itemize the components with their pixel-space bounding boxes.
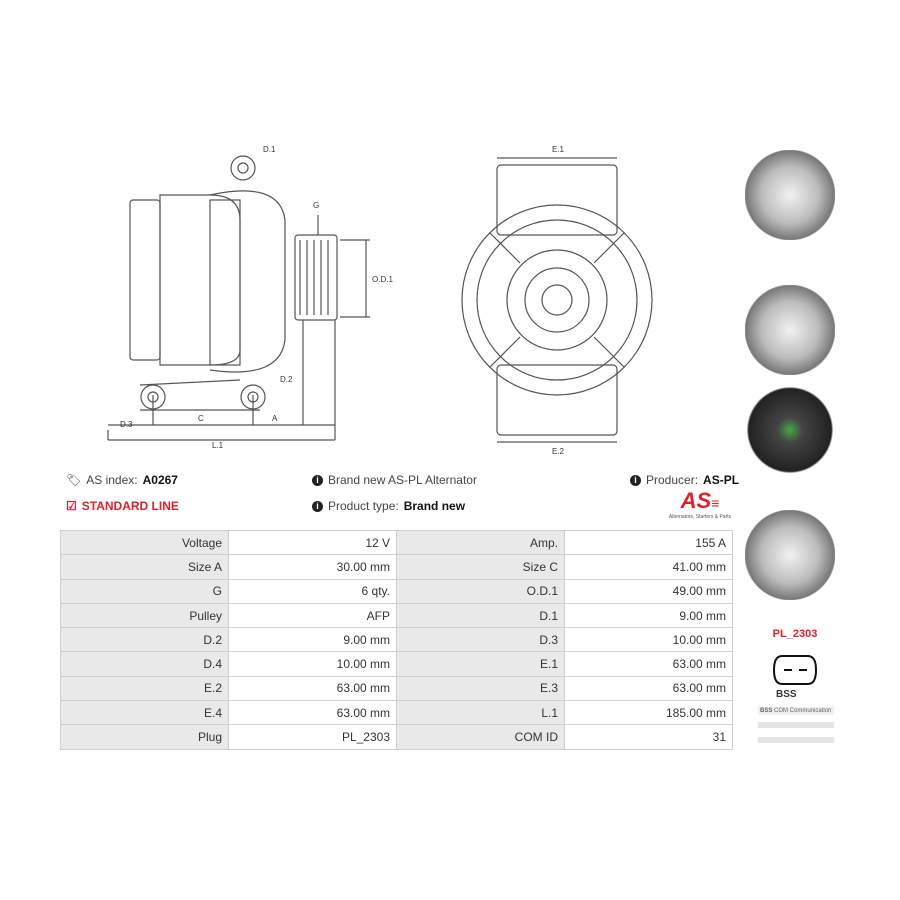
spec-label: D.1 <box>396 602 565 629</box>
check-square-icon: ☑ <box>66 499 77 513</box>
spec-label: D.4 <box>60 651 229 677</box>
spec-label: E.1 <box>396 651 565 677</box>
plug-code: PL_2303 <box>772 628 818 640</box>
label-a: A <box>272 414 278 423</box>
spec-value: 63.00 mm <box>228 700 397 726</box>
spec-label: Size C <box>396 554 565 580</box>
spec-value: 6 qty. <box>228 578 397 604</box>
spec-label: Pulley <box>60 602 229 629</box>
com-row-empty <box>758 722 834 728</box>
spec-label: Amp. <box>396 529 565 556</box>
spec-value: AFP <box>228 602 397 629</box>
label-d3: D.3 <box>120 420 133 429</box>
label-c: C <box>198 414 204 423</box>
label-g: G <box>313 201 319 210</box>
tags-icon: 🏷 <box>66 473 82 487</box>
plug-type: BSS <box>776 689 797 700</box>
label-d2: D.2 <box>280 375 293 384</box>
spec-value: 41.00 mm <box>564 554 733 580</box>
com-row-empty <box>758 737 834 743</box>
product-photo-side[interactable] <box>745 285 835 375</box>
as-pl-logo: AS≡ Alternators, Starters & Parts <box>668 488 732 521</box>
label-e1: E.1 <box>552 145 565 154</box>
info-icon: i <box>312 500 323 512</box>
spec-value: 63.00 mm <box>564 675 733 702</box>
spec-label: Voltage <box>60 529 229 556</box>
product-photo-rear[interactable] <box>745 385 835 475</box>
spec-label: O.D.1 <box>396 578 565 604</box>
spec-label: D.3 <box>396 627 565 653</box>
com-communication-row: BSS COM Communication <box>758 707 834 715</box>
spec-label: COM ID <box>396 724 565 750</box>
spec-value: 155 A <box>564 529 733 556</box>
spec-value: PL_2303 <box>228 724 397 750</box>
spec-value: 185.00 mm <box>564 700 733 726</box>
info-icon: i <box>630 474 641 486</box>
spec-value: 10.00 mm <box>564 627 733 653</box>
spec-label: D.2 <box>60 627 229 653</box>
spec-value: 10.00 mm <box>228 651 397 677</box>
spec-value: 9.00 mm <box>564 602 733 629</box>
label-od1: O.D.1 <box>372 275 393 284</box>
label-d1: D.1 <box>263 145 276 154</box>
as-index: 🏷AS index:A0267 <box>66 473 178 487</box>
spec-value: 63.00 mm <box>564 651 733 677</box>
spec-value: 49.00 mm <box>564 578 733 604</box>
spec-label: G <box>60 578 229 604</box>
label-l1: L.1 <box>212 441 224 450</box>
product-photo-angle[interactable] <box>745 510 835 600</box>
spec-value: 30.00 mm <box>228 554 397 580</box>
spec-label: Size A <box>60 554 229 580</box>
spec-value: 9.00 mm <box>228 627 397 653</box>
info-icon: i <box>312 474 323 486</box>
spec-label: E.3 <box>396 675 565 702</box>
technical-drawing: D.1 G O.D.1 D.2 D.3 C A L.1 E.1 E.2 <box>107 145 653 456</box>
spec-label: L.1 <box>396 700 565 726</box>
spec-value: 31 <box>564 724 733 750</box>
spec-value: 63.00 mm <box>228 675 397 702</box>
spec-label: E.4 <box>60 700 229 726</box>
plug-connector-icon <box>772 655 818 685</box>
spec-value: 12 V <box>228 529 397 556</box>
label-e2: E.2 <box>552 447 565 456</box>
spec-label: Plug <box>60 724 229 750</box>
side-view-drawing: D.1 G O.D.1 D.2 D.3 C A L.1 <box>107 145 393 450</box>
standard-line: ☑STANDARD LINE <box>66 499 179 513</box>
product-photo-front[interactable] <box>745 150 835 240</box>
front-view-drawing: E.1 E.2 <box>461 145 653 456</box>
spec-label: E.2 <box>60 675 229 702</box>
